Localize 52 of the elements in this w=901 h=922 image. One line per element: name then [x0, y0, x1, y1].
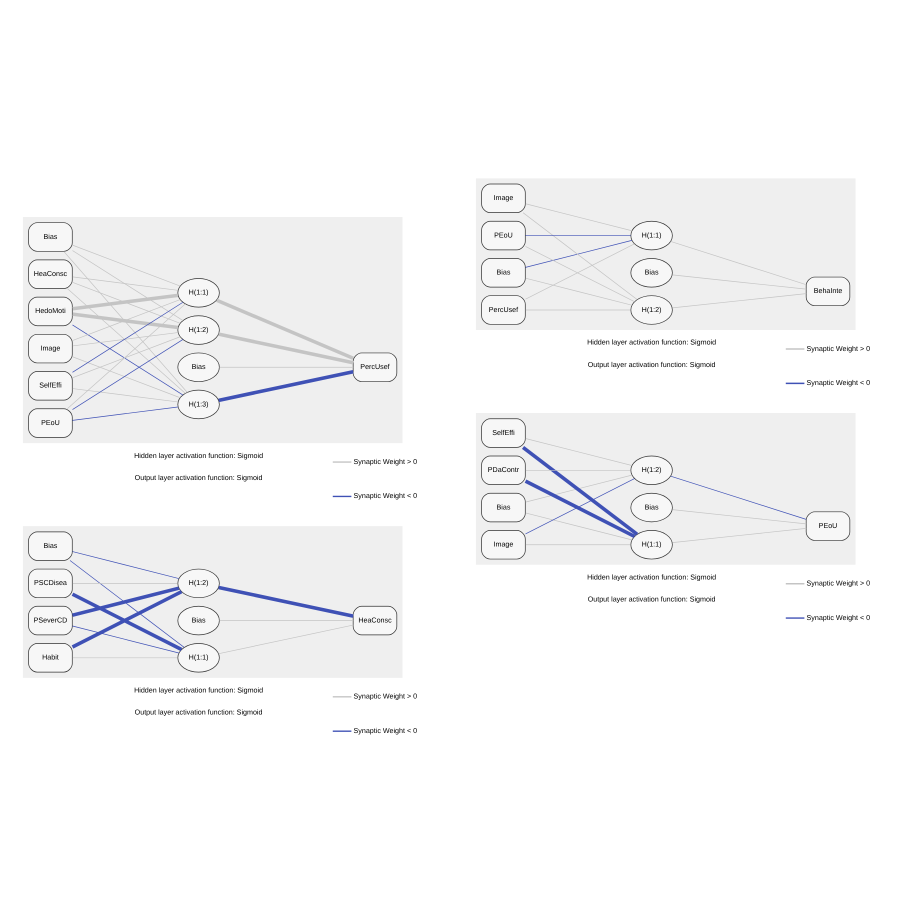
cluster [476, 178, 856, 330]
connector [72, 244, 181, 286]
connector [522, 446, 638, 536]
connector [216, 298, 354, 360]
connector [525, 474, 632, 502]
connector [72, 586, 180, 617]
connector [72, 282, 181, 324]
connector [672, 509, 806, 524]
connector [72, 299, 181, 341]
connector [522, 212, 638, 300]
connector [218, 586, 354, 618]
connector [72, 302, 184, 373]
connector [218, 332, 354, 365]
connector [218, 370, 354, 402]
connector [525, 544, 632, 546]
connector [67, 288, 186, 394]
connector [72, 250, 184, 321]
connector [67, 304, 186, 409]
cluster [22, 526, 403, 678]
connector [72, 312, 178, 330]
connector [219, 620, 354, 621]
connector [72, 657, 178, 658]
cluster [22, 216, 403, 444]
connector [670, 241, 807, 286]
connector [72, 339, 184, 410]
connector [72, 324, 184, 396]
cluster [476, 413, 856, 565]
connector [72, 336, 181, 378]
connector [525, 278, 632, 306]
connector [525, 470, 632, 471]
connector [218, 624, 354, 654]
connector [70, 560, 184, 648]
connector [672, 528, 806, 543]
connector [670, 476, 807, 520]
connector [525, 235, 632, 236]
connector [72, 332, 178, 346]
connector [525, 203, 632, 232]
connector [72, 276, 178, 291]
connector [672, 293, 806, 308]
connector [72, 626, 180, 654]
connector [64, 251, 188, 393]
connector [72, 356, 181, 398]
connector [72, 551, 180, 579]
connector [525, 240, 632, 268]
connector [219, 366, 354, 368]
connector [525, 512, 632, 540]
connector [72, 294, 178, 310]
connector [672, 274, 806, 290]
connector [72, 388, 178, 402]
connector [72, 406, 178, 421]
connector [525, 438, 632, 466]
connector [72, 583, 178, 584]
